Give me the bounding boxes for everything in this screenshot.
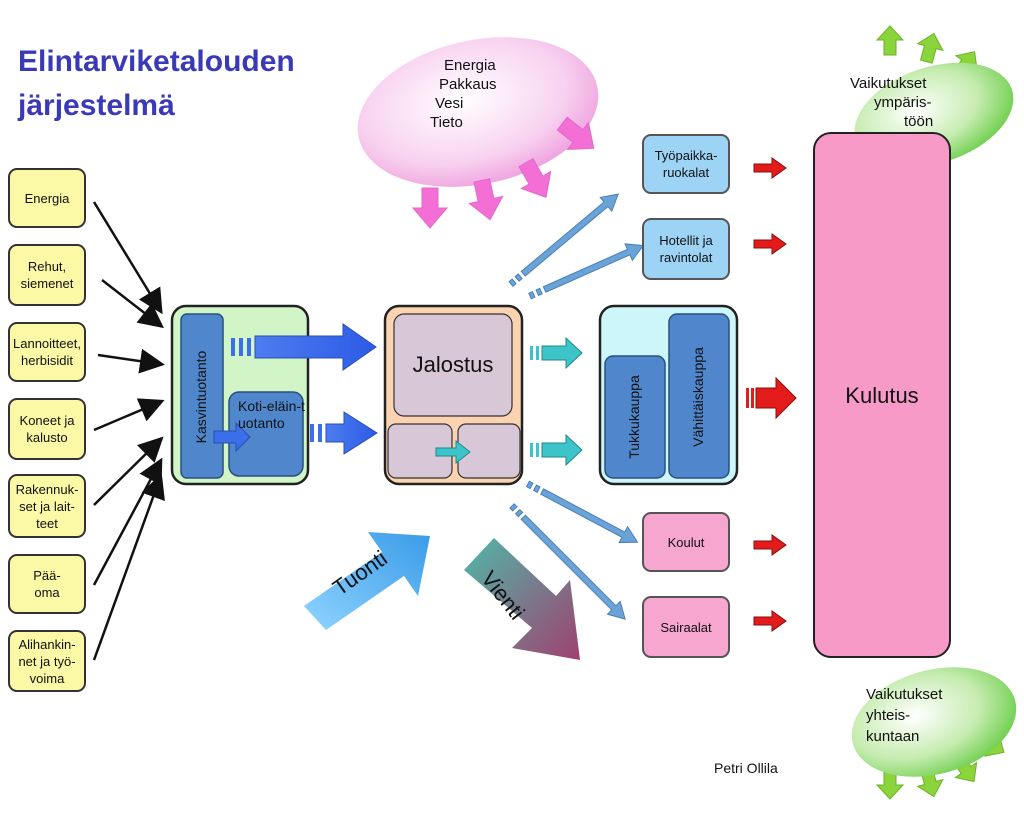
impact-society (851, 667, 1017, 800)
input-label: Rehut, siemenet (20, 259, 74, 291)
input-label: Alihankin-net ja työ-voima (18, 636, 76, 686)
outlet-hotellit: Hotellit ja ravintolat (642, 218, 730, 280)
outlet-label: Koulut (667, 534, 705, 550)
jalostus-to-trade-arrows (530, 336, 583, 467)
resource-arrow (411, 187, 449, 229)
input-box-alihankinnat: Alihankin-net ja työ-voima (8, 630, 86, 692)
resource-item: Energia (444, 57, 496, 74)
resource-arrow (468, 178, 504, 221)
input-box-energia: Energia (8, 168, 86, 228)
outlet-label: Hotellit ja ravintolat (659, 233, 713, 265)
resources-cloud (357, 37, 599, 229)
red-arrow (753, 610, 787, 632)
impact-line: Vaikutukset (866, 686, 943, 703)
production-to-jalostus-arrows (231, 323, 378, 455)
kulutus-box: Kulutus (813, 132, 951, 658)
input-arrow (92, 201, 163, 315)
impact-line: ympäris- (874, 94, 932, 111)
input-arrow (101, 279, 164, 329)
input-arrow (93, 436, 164, 506)
title-line-1: Elintarviketalouden (18, 45, 295, 78)
to-kulutus-arrows (746, 157, 797, 632)
tukkukauppa-label: Tukkukauppa (626, 375, 642, 459)
input-arrow (93, 398, 165, 432)
input-arrow (97, 348, 165, 374)
outlet-tyopaikkaruokalat: Työpaikka-ruokalat (642, 134, 730, 194)
resource-item: Pakkaus (439, 76, 497, 93)
impact-line: Vaikutukset (850, 75, 927, 92)
outlet-label: Työpaikka-ruokalat (654, 148, 718, 180)
kasvintuotanto-box (180, 313, 224, 479)
vahittaiskauppa-label: Vähittäiskauppa (690, 347, 706, 447)
input-box-rehut: Rehut, siemenet (8, 244, 86, 306)
page-title: Elintarviketalouden järjestelmä (18, 40, 295, 128)
input-box-koneet: Koneet ja kalusto (8, 398, 86, 460)
input-label: Lannoitteet, herbisidit (13, 336, 81, 368)
resources-text: Energia Pakkaus Vesi Tieto (430, 56, 497, 132)
outlet-sairaalat: Sairaalat (642, 596, 730, 658)
vahittaiskauppa-box (668, 313, 730, 479)
impact-line: töön (904, 113, 934, 130)
red-arrow (753, 534, 787, 556)
tukkukauppa-box (604, 355, 666, 479)
jalostus-label: Jalostus (412, 352, 494, 377)
vienti-arrow (464, 538, 580, 660)
impact-society-text: Vaikutukset yhteis- kuntaan (866, 684, 942, 747)
input-arrows (92, 201, 165, 661)
resource-arrow (556, 116, 595, 150)
jalostus-to-outlets-arrows (508, 193, 645, 620)
kulutus-label: Kulutus (845, 382, 919, 408)
kotielaintuotanto-label: Koti-eläin-tuotanto (238, 398, 305, 431)
resource-item: Vesi (435, 95, 464, 112)
input-label: Rakennuk-set ja lait-teet (15, 481, 79, 531)
resource-item: Tieto (430, 114, 463, 131)
input-arrow (92, 473, 165, 661)
input-box-paaoma: Pää-oma (8, 554, 86, 614)
tuonti-arrow (304, 532, 430, 630)
jalostus-inner-box (393, 313, 513, 417)
impact-arrow (875, 25, 905, 56)
impact-environment-text: Vaikutukset ympäris- töön (850, 74, 933, 131)
title-line-2: järjestelmä (18, 89, 175, 122)
outlet-label: Sairaalat (660, 619, 712, 635)
inner-jalostus-arrow (435, 439, 471, 465)
input-label: Koneet ja kalusto (19, 413, 75, 445)
kasvintuotanto-label: Kasvintuotanto (193, 350, 209, 444)
inner-production-arrow (213, 421, 251, 453)
impact-arrow (916, 32, 944, 64)
input-label: Pää-oma (33, 568, 61, 600)
input-box-lannoitteet: Lannoitteet, herbisidit (8, 322, 86, 382)
outlet-koulut: Koulut (642, 512, 730, 572)
red-arrow-big (755, 376, 797, 420)
impact-line: kuntaan (866, 728, 920, 745)
impact-line: yhteis- (866, 707, 911, 724)
input-box-rakennukset: Rakennuk-set ja lait-teet (8, 474, 86, 538)
red-arrow (753, 233, 787, 255)
red-arrow (753, 157, 787, 179)
resource-arrow (518, 157, 552, 198)
input-label: Energia (24, 190, 70, 206)
author-label: Petri Ollila (714, 760, 778, 776)
